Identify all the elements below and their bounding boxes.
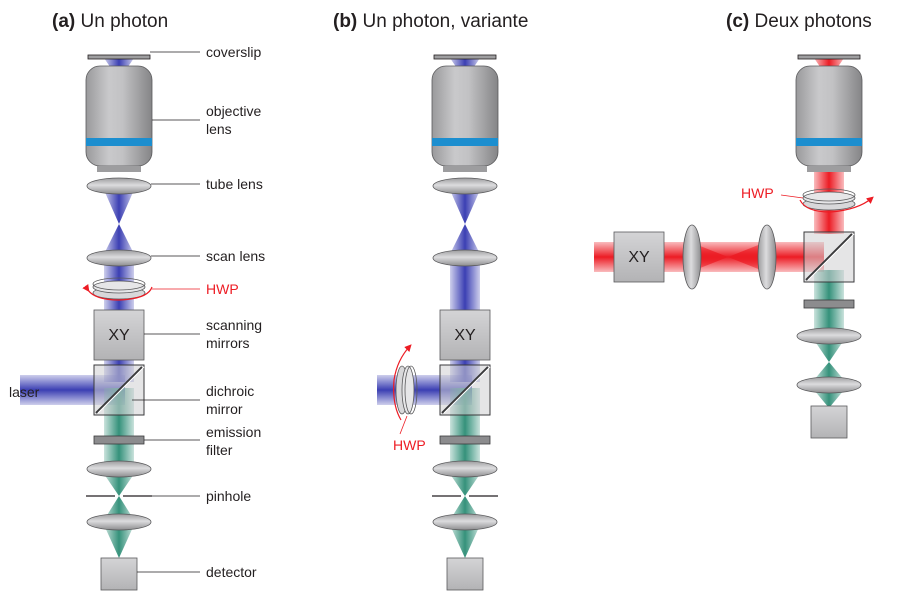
- relay-lens-1-c: [682, 224, 702, 290]
- label-hwp-b: HWP: [393, 437, 426, 453]
- label-scanning-1: scanning: [206, 317, 262, 333]
- lens-1-c: [796, 327, 862, 345]
- label-hwp-c: HWP: [741, 185, 774, 201]
- hwp-a: [82, 277, 153, 301]
- dichroic-cube-b: [439, 364, 491, 416]
- coverslip-b: [433, 54, 497, 60]
- label-emission-2: filter: [206, 442, 233, 458]
- xy-box-c: [613, 231, 665, 283]
- panel-a: XY coverslip: [9, 44, 265, 591]
- label-objective-2: lens: [206, 121, 232, 137]
- label-coverslip: coverslip: [206, 44, 261, 60]
- panel-c-title: (c) Deux photons: [726, 11, 872, 32]
- lens-2-c: [796, 376, 862, 394]
- xy-box-b: [439, 309, 491, 361]
- lens-before-pinhole-b: [432, 460, 498, 478]
- scan-lens-a: [86, 249, 152, 267]
- label-objective-1: objective: [206, 103, 261, 119]
- label-tube-lens: tube lens: [206, 176, 263, 192]
- label-dichroic-1: dichroic: [206, 383, 254, 399]
- xy-label-b: XY: [454, 327, 476, 344]
- detector-c: [810, 405, 848, 439]
- dichroic-cube-c: [803, 231, 855, 283]
- emission-filter-c: [803, 299, 855, 309]
- hwp-b: [393, 344, 418, 435]
- relay-lens-2-c: [757, 224, 777, 290]
- tube-lens-b: [432, 177, 498, 195]
- panel-b: XY HWP: [377, 54, 499, 591]
- tube-lens-a: [86, 177, 152, 195]
- coverslip-c: [797, 54, 861, 60]
- label-detector: detector: [206, 564, 257, 580]
- scan-lens-b: [432, 249, 498, 267]
- emission-filter-b: [439, 435, 491, 445]
- objective-lens-a: [85, 65, 153, 172]
- coverslip-a: [87, 54, 151, 60]
- hwp-c: [780, 188, 874, 213]
- lens-before-pinhole-a: [86, 460, 152, 478]
- label-emission-1: emission: [206, 424, 261, 440]
- objective-lens-b: [431, 65, 499, 172]
- emission-filter-a: [93, 435, 145, 445]
- xy-box-a: [93, 309, 145, 361]
- objective-lens-c: [795, 65, 863, 172]
- label-hwp-a: HWP: [206, 281, 239, 297]
- lens-after-pinhole-b: [432, 513, 498, 531]
- detector-b: [446, 557, 484, 591]
- label-scanning-2: mirrors: [206, 335, 250, 351]
- panel-b-title: (b) Un photon, variante: [333, 11, 528, 32]
- label-scan-lens: scan lens: [206, 248, 265, 264]
- panel-c: HWP XY: [594, 54, 874, 439]
- label-pinhole: pinhole: [206, 488, 251, 504]
- label-dichroic-2: mirror: [206, 401, 243, 417]
- lens-after-pinhole-a: [86, 513, 152, 531]
- xy-label-a: XY: [108, 327, 130, 344]
- detector-a: [100, 557, 138, 591]
- dichroic-cube-a: [93, 364, 145, 416]
- label-laser: laser: [9, 384, 40, 400]
- leader-lines-a: [132, 51, 200, 573]
- panel-a-title: (a) Un photon: [52, 11, 168, 32]
- xy-label-c: XY: [628, 249, 650, 266]
